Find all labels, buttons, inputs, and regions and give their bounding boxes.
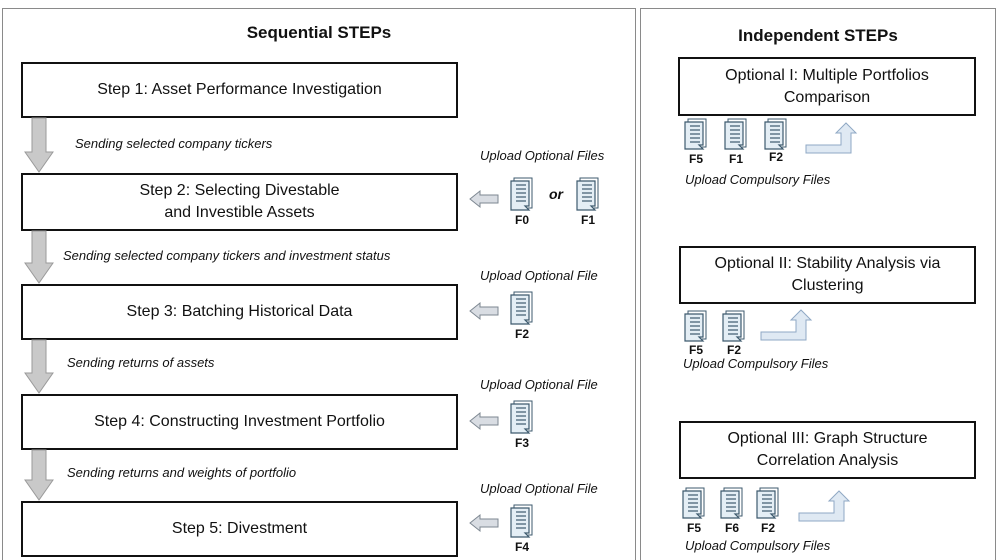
sequential-panel-title: Sequential STEPs (246, 23, 392, 42)
down-arrow-icon (24, 117, 54, 173)
down-arrow-icon (24, 339, 54, 394)
document-icon (682, 487, 705, 519)
down-arrow-icon (24, 449, 54, 501)
sequential-panel: Sequential STEPs (2, 8, 636, 560)
step-3-box: Step 3: Batching Historical Data (21, 284, 458, 340)
left-arrow-icon (469, 411, 499, 431)
left-arrow-icon (469, 301, 499, 321)
upload-label-step-5: Upload Optional File (480, 481, 598, 496)
or-connector: or (549, 186, 563, 202)
document-icon (684, 310, 707, 342)
file-label-f1: F1 (728, 152, 743, 166)
file-label-f4: F4 (514, 540, 529, 554)
document-icon (510, 291, 533, 325)
optional-3-box: Optional III: Graph Structure Correlatio… (679, 421, 976, 479)
step-4-label: Step 4: Constructing Investment Portfoli… (94, 413, 385, 430)
document-icon (756, 487, 779, 519)
transition-label-1: Sending selected company tickers (75, 136, 273, 151)
optional-3-label: Optional III: Graph Structure Correlatio… (727, 430, 928, 469)
left-arrow-icon (469, 513, 499, 533)
step-2-label: Step 2: Selecting Divestable and Investi… (139, 182, 340, 221)
file-label-f1: F1 (580, 213, 595, 227)
document-icon (764, 118, 787, 150)
upload-compulsory-label-3: Upload Compulsory Files (685, 538, 831, 553)
down-arrow-icon (24, 230, 54, 284)
step-5-label: Step 5: Divestment (171, 520, 308, 537)
document-icon (684, 118, 707, 150)
step-1-label: Step 1: Asset Performance Investigation (97, 81, 382, 98)
upload-label-step-2: Upload Optional Files (480, 148, 605, 163)
upload-compulsory-label-2: Upload Compulsory Files (683, 356, 829, 371)
document-icon (720, 487, 743, 519)
file-label-f5: F5 (688, 152, 703, 166)
document-icon (576, 177, 599, 211)
document-icon (510, 400, 533, 434)
file-label-f2: F2 (514, 327, 529, 341)
document-icon (510, 504, 533, 538)
document-icon (722, 310, 745, 342)
file-label-f0: F0 (514, 213, 529, 227)
transition-label-3: Sending returns of assets (67, 355, 215, 370)
return-arrow-icon (805, 122, 858, 154)
optional-2-label: Optional II: Stability Analysis via Clus… (714, 255, 941, 294)
step-3-label: Step 3: Batching Historical Data (126, 303, 353, 320)
file-label-f2: F2 (760, 521, 775, 535)
upload-label-step-3: Upload Optional File (480, 268, 598, 283)
file-label-f3: F3 (514, 436, 529, 450)
transition-label-4: Sending returns and weights of portfolio (67, 465, 297, 480)
step-2-box: Step 2: Selecting Divestable and Investi… (21, 173, 458, 231)
file-label-f6: F6 (724, 521, 739, 535)
transition-label-2: Sending selected company tickers and inv… (63, 248, 391, 263)
step-4-box: Step 4: Constructing Investment Portfoli… (21, 394, 458, 450)
document-icon (510, 177, 533, 211)
step-5-box: Step 5: Divestment (21, 501, 458, 557)
optional-2-box: Optional II: Stability Analysis via Clus… (679, 246, 976, 304)
optional-1-box: Optional I: Multiple Portfolios Comparis… (678, 57, 976, 116)
return-arrow-icon (798, 490, 851, 522)
left-arrow-icon (469, 189, 499, 209)
file-label-f5: F5 (686, 521, 701, 535)
file-label-f2: F2 (726, 343, 741, 357)
upload-label-step-4: Upload Optional File (480, 377, 598, 392)
independent-panel-title: Independent STEPs (738, 26, 898, 45)
step-1-box: Step 1: Asset Performance Investigation (21, 62, 458, 118)
file-label-f2: F2 (768, 150, 783, 164)
return-arrow-icon (760, 309, 813, 341)
upload-compulsory-label-1: Upload Compulsory Files (685, 172, 831, 187)
optional-1-label: Optional I: Multiple Portfolios Comparis… (725, 66, 929, 106)
document-icon (724, 118, 747, 150)
file-label-f5: F5 (688, 343, 703, 357)
